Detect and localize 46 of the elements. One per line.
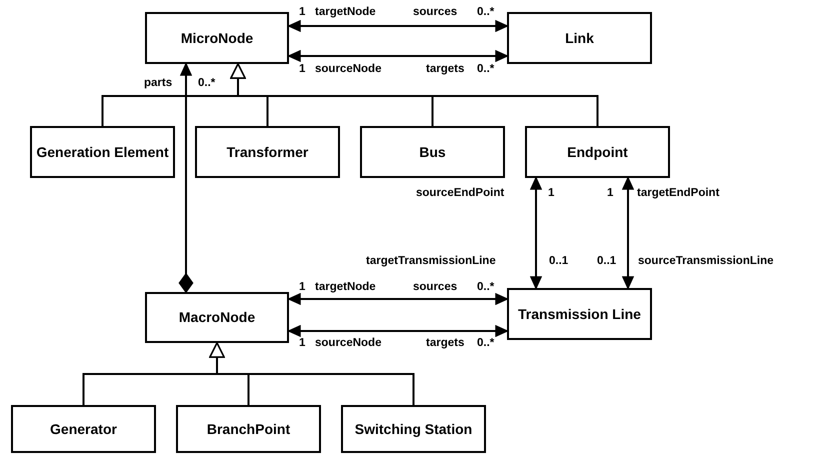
class-box: Generation Element bbox=[30, 126, 175, 178]
role-label: sourceEndPoint bbox=[416, 186, 504, 200]
class-box: Transmission Line bbox=[507, 288, 652, 340]
role-label: sources bbox=[413, 5, 458, 19]
role-label: sourceTransmissionLine bbox=[638, 254, 774, 268]
association-arrow bbox=[288, 293, 508, 305]
multiplicity-label: 1 bbox=[299, 280, 306, 294]
multiplicity-label: 0..* bbox=[477, 5, 494, 19]
generalization-arrow bbox=[230, 63, 598, 126]
multiplicity-label: 1 bbox=[299, 62, 306, 76]
class-box: Switching Station bbox=[341, 405, 486, 453]
class-box: MacroNode bbox=[145, 292, 289, 343]
role-label: targetEndPoint bbox=[637, 186, 720, 200]
generalization-arrow bbox=[209, 342, 414, 405]
multiplicity-label: 0..1 bbox=[549, 254, 568, 268]
class-box: Transformer bbox=[195, 126, 340, 178]
association-arrow bbox=[622, 177, 634, 289]
class-box: MicroNode bbox=[145, 12, 289, 64]
role-label: targetNode bbox=[315, 5, 376, 19]
multiplicity-label: 0..* bbox=[477, 336, 494, 350]
role-label: sourceNode bbox=[315, 62, 382, 76]
role-label: targets bbox=[426, 336, 464, 350]
role-label: targetNode bbox=[315, 280, 376, 294]
multiplicity-label: 1 bbox=[299, 5, 306, 19]
role-label: sources bbox=[413, 280, 458, 294]
multiplicity-label: 0..* bbox=[477, 280, 494, 294]
multiplicity-label: 0..* bbox=[477, 62, 494, 76]
class-box: Endpoint bbox=[525, 126, 670, 178]
class-box: Link bbox=[507, 12, 652, 64]
class-box: Generator bbox=[11, 405, 156, 453]
multiplicity-label: 0..1 bbox=[597, 254, 616, 268]
class-box: BranchPoint bbox=[176, 405, 321, 453]
association-arrow bbox=[288, 325, 508, 337]
multiplicity-label: 1 bbox=[299, 336, 306, 350]
multiplicity-label: 1 bbox=[548, 186, 554, 200]
association-arrow bbox=[288, 20, 508, 32]
role-label: targets bbox=[426, 62, 464, 76]
multiplicity-label: 1 bbox=[607, 186, 614, 200]
association-arrow bbox=[530, 177, 542, 289]
role-label: sourceNode bbox=[315, 336, 382, 350]
class-box: Bus bbox=[360, 126, 505, 178]
composition-arrow bbox=[178, 63, 194, 293]
role-label: parts bbox=[144, 76, 172, 90]
association-arrow bbox=[288, 50, 508, 62]
role-label: targetTransmissionLine bbox=[366, 254, 496, 268]
multiplicity-label: 0..* bbox=[198, 76, 216, 90]
